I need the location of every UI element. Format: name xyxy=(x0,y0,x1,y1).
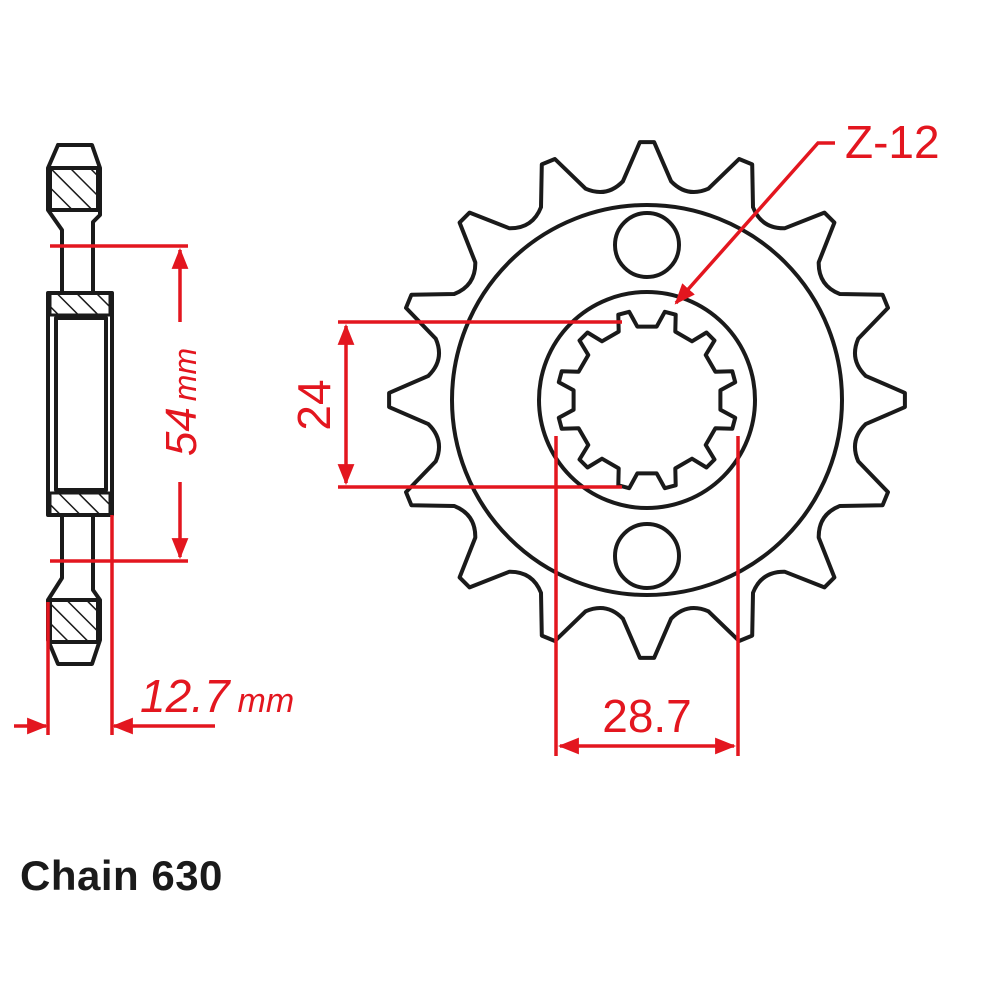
spline-outer-label: 28.7 xyxy=(602,690,692,742)
side-profile-view xyxy=(46,143,114,666)
bolt-hole-bottom xyxy=(613,522,681,590)
profile-hub-top-hatch xyxy=(48,291,112,317)
spline-teeth-leader: Z-12 xyxy=(674,116,940,305)
chain-size-caption: Chain 630 xyxy=(20,852,223,899)
spline-bore-outline xyxy=(556,309,738,491)
sprocket-tooth-outline xyxy=(387,140,907,660)
bolt-hole-top xyxy=(613,211,681,279)
spline-ring-circle xyxy=(537,290,757,510)
spline-outer-dimension: 28.7 xyxy=(554,436,740,756)
profile-bottom-hatch xyxy=(48,598,100,644)
sprocket-front-view xyxy=(387,140,907,660)
profile-hub-bottom-hatch xyxy=(48,491,112,517)
hub-height-dimension: 54mm xyxy=(50,244,206,563)
profile-top-hatch xyxy=(48,166,100,212)
profile-bottom-tooth xyxy=(46,513,102,666)
hub-height-label: 54mm xyxy=(157,348,206,456)
profile-hub-bore xyxy=(54,316,108,492)
sprocket-body-circle xyxy=(450,203,844,597)
inner-diameter-label: 24 xyxy=(288,379,340,430)
inner-diameter-dimension: 24 xyxy=(288,320,622,489)
spline-teeth-label: Z-12 xyxy=(845,116,940,168)
